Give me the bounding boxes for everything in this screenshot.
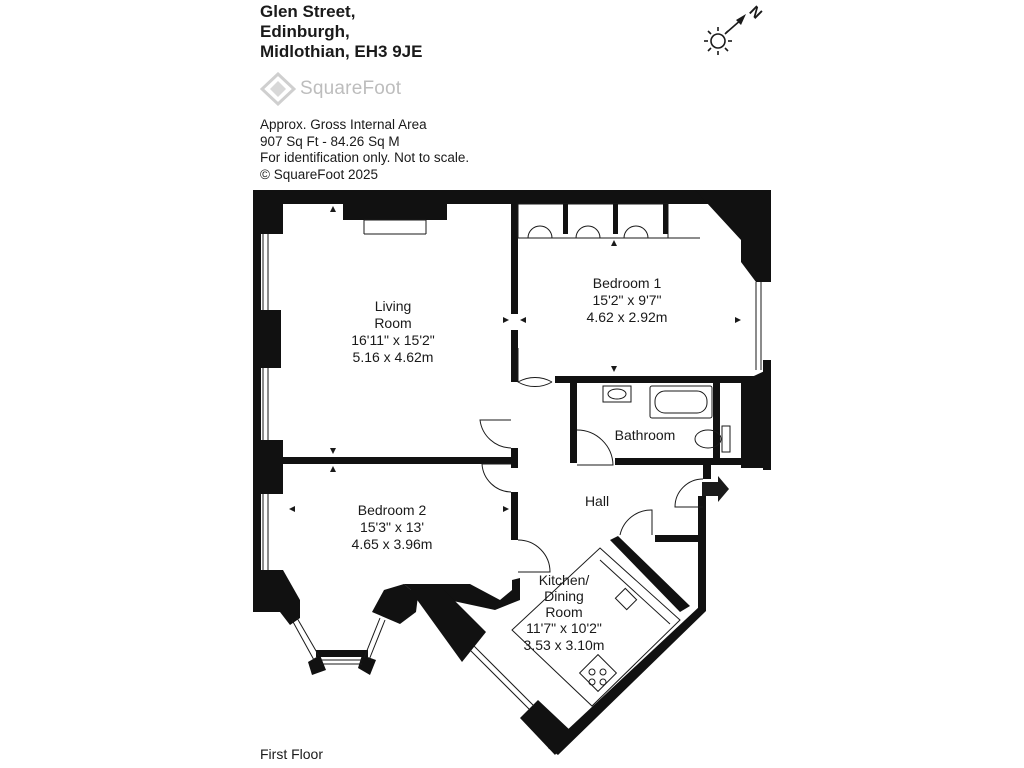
kitchen-name-2: Dining bbox=[544, 588, 584, 604]
living-room-imperial: 16'11" x 15'2" bbox=[351, 332, 435, 348]
logo-text: SquareFoot bbox=[300, 78, 402, 99]
address-line-3: Midlothian, EH3 9JE bbox=[260, 42, 423, 61]
kitchen-metric: 3.53 x 3.10m bbox=[524, 637, 605, 653]
kitchen-name-1: Kitchen/ bbox=[539, 572, 590, 588]
hall-name: Hall bbox=[585, 493, 609, 509]
windows bbox=[262, 219, 762, 711]
kitchen-imperial: 11'7" x 10'2" bbox=[526, 620, 602, 636]
bathroom-name: Bathroom bbox=[615, 427, 676, 443]
bedroom-2-imperial: 15'3" x 13' bbox=[360, 519, 424, 535]
disclaimer: For identification only. Not to scale. bbox=[260, 150, 470, 165]
bedroom-1-metric: 4.62 x 2.92m bbox=[587, 309, 668, 325]
bedroom-1-name: Bedroom 1 bbox=[593, 275, 662, 291]
squarefoot-logo-icon bbox=[260, 72, 296, 106]
bedroom-2-name: Bedroom 2 bbox=[358, 502, 427, 518]
walls bbox=[253, 190, 771, 755]
squarefoot-logo: SquareFoot bbox=[260, 72, 401, 106]
floor-label: First Floor bbox=[260, 746, 323, 762]
wardrobes bbox=[517, 203, 700, 239]
address-line-2: Edinburgh, bbox=[260, 22, 350, 41]
bathroom-fixtures bbox=[602, 385, 731, 453]
room-labels: Living Room 16'11" x 15'2" 5.16 x 4.62m … bbox=[351, 275, 675, 653]
entrance-arrow-icon bbox=[702, 476, 729, 502]
doors bbox=[479, 348, 704, 573]
living-room-name-1: Living bbox=[375, 298, 412, 314]
area-info: Approx. Gross Internal Area 907 Sq Ft - … bbox=[260, 117, 469, 183]
property-address: Glen Street, Edinburgh, Midlothian, EH3 … bbox=[260, 2, 422, 62]
living-room-metric: 5.16 x 4.62m bbox=[353, 349, 434, 365]
bedroom-1-imperial: 15'2" x 9'7" bbox=[593, 292, 662, 308]
address-line-1: Glen Street, bbox=[260, 2, 356, 21]
living-room-name-2: Room bbox=[374, 315, 411, 331]
dimension-markers bbox=[289, 206, 741, 512]
kitchen-fixtures bbox=[511, 547, 681, 707]
kitchen-name-3: Room bbox=[545, 604, 582, 620]
copyright: © SquareFoot 2025 bbox=[260, 166, 379, 182]
area-value: 907 Sq Ft - 84.26 Sq M bbox=[260, 133, 400, 149]
bedroom-2-metric: 4.65 x 3.96m bbox=[352, 536, 433, 552]
sun-compass-icon: N bbox=[704, 3, 765, 55]
area-label: Approx. Gross Internal Area bbox=[260, 117, 427, 132]
